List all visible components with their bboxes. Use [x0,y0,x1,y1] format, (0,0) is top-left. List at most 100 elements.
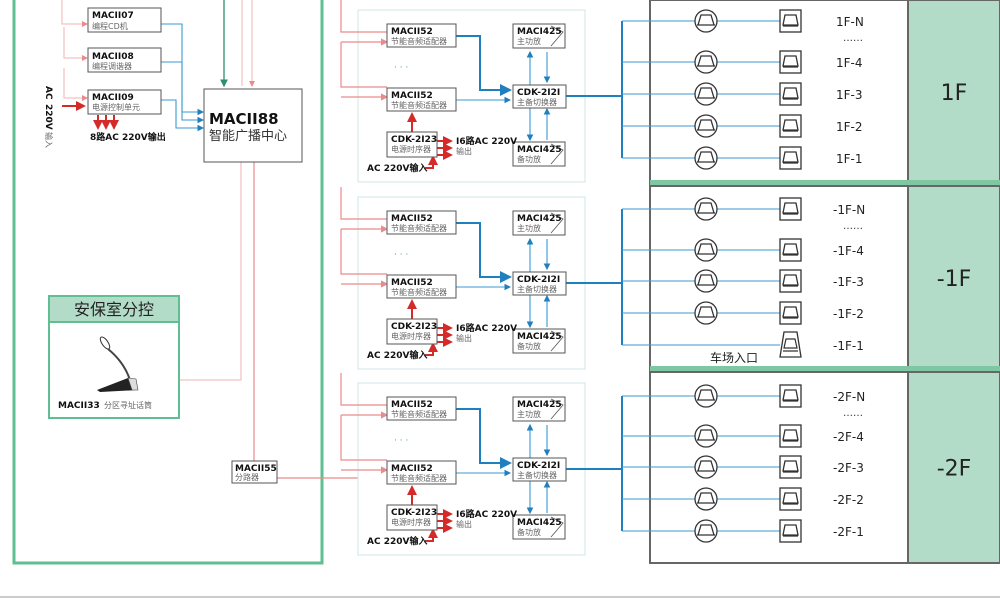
zone-label: -1F-N [833,203,865,217]
wall-speaker-icon [779,487,802,511]
wall-speaker-icon [779,114,802,138]
zone-row[interactable]: -2F-4 [622,424,864,448]
device-macii88[interactable]: MACII88 智能广播中心 [203,88,303,163]
control-room-frame [12,0,324,565]
device-desc: 节能音频适配器 [391,287,447,297]
model-label: MACII52 [391,278,433,288]
zone-row[interactable]: -2F-1 [622,519,864,543]
ceiling-speaker-icon [694,9,718,33]
ceiling-speaker-icon [694,384,718,408]
device-desc: 节能音频适配器 [391,223,447,233]
ceiling-speaker-icon [694,301,718,325]
ellipsis: · · · [394,63,408,73]
zone-row[interactable]: -1F-4 [622,238,864,262]
power-input-label: AC 220V 输入 [43,86,54,148]
model-label: MACI425 [517,518,562,528]
zone-row[interactable]: -1F-1 [622,331,864,358]
ceiling-speaker-icon [694,238,718,262]
ellipsis: · · · [394,250,408,260]
model-label: CDK-2I2I [517,461,560,471]
ceiling-speaker-icon [694,197,718,221]
device-desc: 备功放 [517,527,541,537]
device-desc: 编程CD机 [92,21,128,31]
floor-zone-box [649,0,909,185]
zone-row[interactable]: 1F-4 [622,50,863,74]
zone-label: -1F-2 [833,307,864,321]
zone-row[interactable]: 1F-2 [622,114,863,138]
device-desc: 编程调谐器 [92,61,132,71]
ceiling-speaker-icon [694,455,718,479]
wall-speaker-icon [779,269,802,293]
model-label: MACII55 [235,464,277,474]
wall-speaker-icon [779,424,802,448]
floor-label-box [907,185,1000,371]
floor-separator [650,180,1000,186]
floor-label: -2F [937,457,972,482]
zone-row[interactable]: -2F-2 [622,487,864,511]
floor-3: -2F -2F-N -2F-4 -2F-3 -2F-2 -2F-1 …… [621,371,1000,564]
zone-row[interactable]: 1F-N [622,9,864,33]
zone-row[interactable]: -2F-N [622,384,865,408]
rack-2: MACII52节能音频适配器MACII52节能音频适配器CDK-2I23电源时序… [340,187,622,370]
signal-line [456,35,512,96]
device-macii55[interactable]: MACII55 分路器 [231,460,278,484]
device-desc: 智能广播中心 [209,129,287,144]
gooseneck-microphone-icon[interactable] [97,336,139,392]
more-zones-ellipsis: …… [843,33,863,44]
wall-speaker-icon [779,238,802,262]
zone-label: 1F-2 [836,120,863,134]
power-line [425,528,438,542]
floor-label: 1F [941,81,968,106]
zone-label: -1F-3 [833,275,864,289]
device-macii09[interactable]: MACII09 电源控制单元 [87,89,162,115]
wall-speaker-icon [779,146,802,170]
ellipsis: · · · [394,436,408,446]
zone-row[interactable]: 1F-3 [622,82,863,106]
model-label: MACI425 [517,400,562,410]
model-label: MACII52 [391,464,433,474]
sequencer-input-label: AC 220V输入 [367,535,427,547]
zone-row[interactable]: -2F-3 [622,455,864,479]
power-line [425,342,438,356]
wall-speaker-icon [779,50,802,74]
zone-row[interactable]: -1F-2 [622,301,864,325]
device-desc: 主功放 [517,409,541,419]
wall-speaker-icon [779,455,802,479]
sequencer-output-label: 输出 [456,146,472,156]
device-macii07[interactable]: MACII07 编程CD机 [87,7,162,33]
ceiling-speaker-icon [694,82,718,106]
model-label: MACII52 [391,214,433,224]
device-desc: 分路器 [235,472,259,482]
zone-label: -2F-3 [833,461,864,475]
device-macii08[interactable]: MACII08 编程调谐器 [87,47,162,73]
floor-separator [650,366,1000,372]
zone-row[interactable]: -1F-3 [622,269,864,293]
sequencer-input-label: AC 220V输入 [367,349,427,361]
svg-text:输入: 输入 [44,132,54,148]
more-zones-ellipsis: …… [843,408,863,419]
zone-row[interactable]: -1F-N [622,197,865,221]
zone-label: -2F-N [833,390,865,404]
device-desc: 主备切换器 [517,97,557,107]
zone-row[interactable]: 1F-1 [622,146,863,170]
